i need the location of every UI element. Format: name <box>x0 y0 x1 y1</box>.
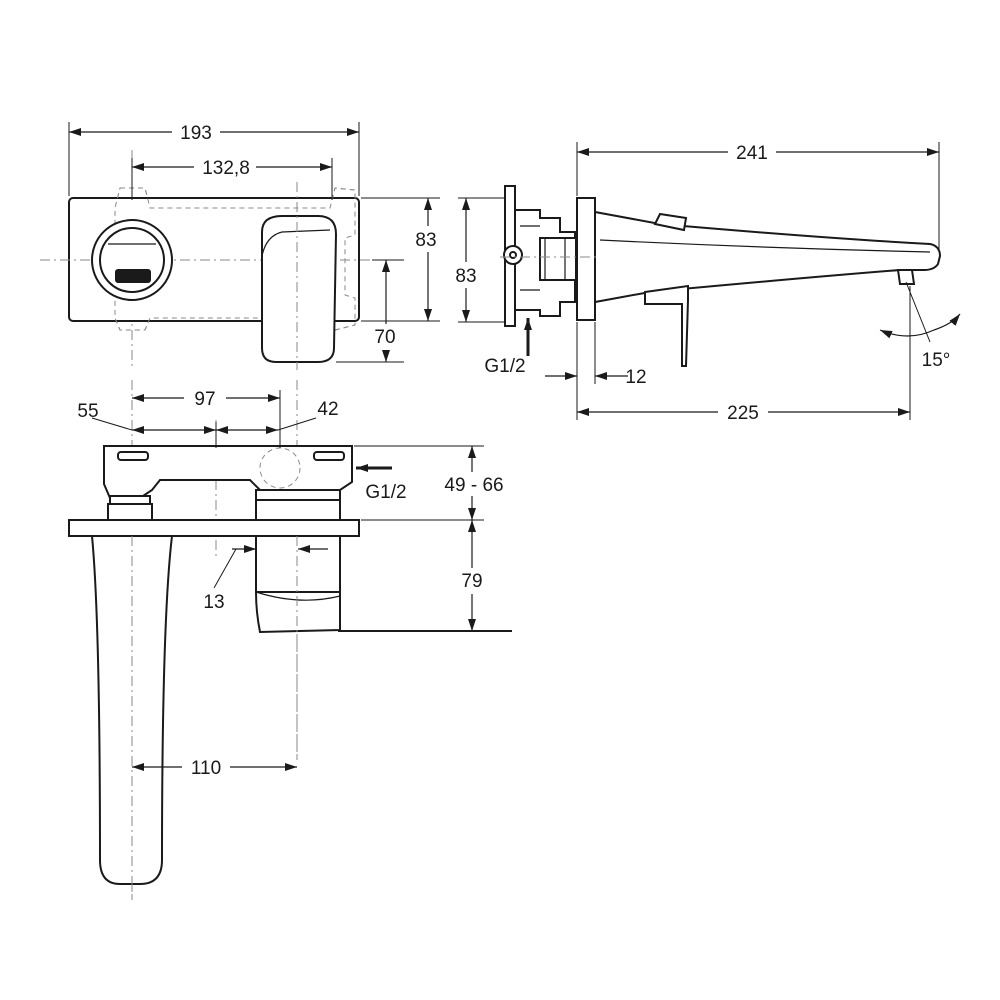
top-spout-neck-2 <box>107 503 153 521</box>
side-bolt-center <box>509 251 517 259</box>
dim-83f-label-bg <box>408 226 444 252</box>
front-lever-handle <box>261 215 338 363</box>
side-cover-plate <box>576 197 596 321</box>
top-inlet-label: G1/2 <box>365 482 406 503</box>
dim-83s-label-bg <box>448 262 484 288</box>
front-aerator <box>115 269 151 283</box>
dim-55-label: 55 <box>77 401 98 422</box>
side-inlet-label: G1/2 <box>484 356 525 377</box>
top-spout-neck-1 <box>109 495 151 505</box>
dim-110-label: 110 <box>191 758 221 779</box>
front-spout-outlet-inner <box>99 227 165 293</box>
dim-241-label-bg <box>728 140 776 164</box>
dim-42-label: 42 <box>317 399 338 420</box>
angle-ref-line <box>905 281 931 343</box>
dim-132-label-bg <box>194 155 256 179</box>
side-spout <box>594 210 942 304</box>
dim-55-leader <box>91 417 133 431</box>
side-bolt <box>503 245 523 265</box>
top-cover-plate <box>68 519 360 537</box>
dim-132-label: 132,8 <box>202 158 250 179</box>
angle-arc-left <box>879 329 935 339</box>
dim-70-label-bg <box>368 324 404 350</box>
dim-97-label-bg <box>184 386 226 410</box>
dim-193-label-bg <box>172 120 220 144</box>
top-body-slot-left <box>117 451 149 461</box>
top-view: 97 55 42 G1/2 49 - 66 79 13 110 <box>68 380 512 900</box>
top-cartridge-ring <box>255 489 341 501</box>
dim-83f-label: 83 <box>415 230 436 251</box>
dim-225-label: 225 <box>727 403 759 424</box>
side-lever-handle <box>644 284 689 367</box>
dim-13-label: 13 <box>203 592 224 613</box>
angle-label: 15° <box>922 350 951 371</box>
dim-12-label: 12 <box>625 367 646 388</box>
dim-110-label-bg <box>182 755 230 779</box>
dim-13-leader <box>213 548 237 589</box>
side-lever-top <box>653 212 688 232</box>
dim-83s-label: 83 <box>455 266 476 287</box>
dim-42-leader <box>277 417 317 431</box>
top-body-slot-right <box>313 451 345 461</box>
top-cartridge-neck <box>255 499 341 521</box>
top-handle-cap <box>254 591 341 634</box>
top-handle-base <box>255 535 341 593</box>
dim-79-label: 79 <box>461 571 482 592</box>
side-spout-contour <box>599 239 931 253</box>
side-aerator <box>896 269 916 285</box>
dim-97-label: 97 <box>194 389 215 410</box>
side-view: 83 G1/2 241 12 225 15° <box>448 140 961 424</box>
dim-70-label: 70 <box>374 327 395 348</box>
dim-4966-label-bg <box>434 472 512 496</box>
front-hidden-body-overlay <box>114 187 356 331</box>
front-view: 193 132,8 83 70 <box>40 120 444 370</box>
front-lever-handle-edge <box>261 229 331 257</box>
top-handle-edge <box>255 591 341 601</box>
dim-4966-label: 49 - 66 <box>444 475 503 496</box>
dim-225-label-bg <box>718 400 768 424</box>
front-spout-outlet <box>91 219 173 301</box>
dim-193-label: 193 <box>180 123 212 144</box>
dim-241-label: 241 <box>736 143 768 164</box>
dim-79-label-bg <box>454 568 490 594</box>
angle-arc-right <box>933 313 961 331</box>
